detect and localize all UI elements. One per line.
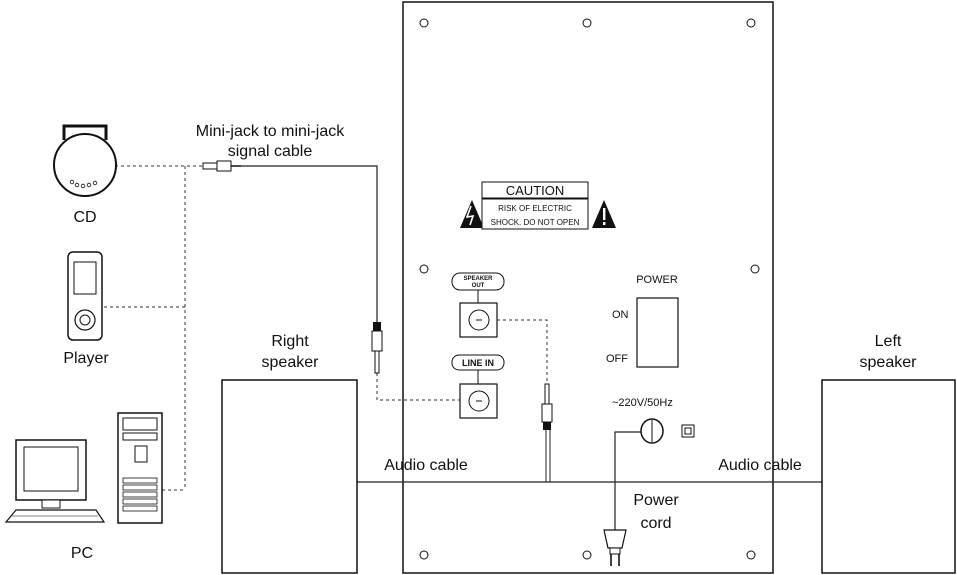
audio-cable-label-right: Audio cable <box>384 457 468 474</box>
input-dashed-lines <box>104 165 548 491</box>
line-in-label: LINE IN <box>462 358 494 368</box>
caution-title: CAUTION <box>506 183 565 198</box>
power-inlet: ~220V/50Hz <box>612 397 695 444</box>
right-speaker: Right speaker <box>221 333 358 574</box>
right-speaker-label-2: speaker <box>262 354 320 371</box>
mini-jack-plug-icon <box>373 322 381 331</box>
speaker-output-plug <box>541 383 553 482</box>
pc-monitor-icon <box>4 439 106 523</box>
warning-triangle-left-icon <box>460 200 484 228</box>
power-off-label: OFF <box>606 353 628 365</box>
speaker-out-label-2: OUT <box>472 283 485 289</box>
line-in-jack: LINE IN <box>451 354 505 419</box>
power-switch: POWER ON OFF <box>606 274 679 368</box>
signal-cable: Mini-jack to mini-jack signal cable <box>196 123 383 374</box>
player-label: Player <box>63 350 109 367</box>
signal-cable-label-1: Mini-jack to mini-jack <box>196 123 345 140</box>
left-speaker-label-1: Left <box>875 333 902 350</box>
power-cord-label-1: Power <box>633 492 679 509</box>
pc-tower-icon <box>117 412 163 524</box>
cd-player: CD <box>53 124 117 226</box>
voltage-label: ~220V/50Hz <box>612 397 673 409</box>
caution-line-2: SHOCK. DO NOT OPEN <box>491 218 580 227</box>
cd-player-icon <box>53 124 117 197</box>
power-plug-icon <box>603 529 627 549</box>
caution-label: CAUTION RISK OF ELECTRIC SHOCK. DO NOT O… <box>460 181 616 230</box>
subwoofer-panel: CAUTION RISK OF ELECTRIC SHOCK. DO NOT O… <box>402 1 774 574</box>
pc: PC <box>4 412 163 562</box>
audio-cable-label-left: Audio cable <box>718 457 802 474</box>
power-label: POWER <box>636 274 678 286</box>
caution-line-1: RISK OF ELECTRIC <box>498 204 572 213</box>
speaker-out-label-1: SPEAKER <box>463 276 493 282</box>
power-cord: Power cord <box>603 431 679 566</box>
right-speaker-label-1: Right <box>271 333 309 350</box>
panel-screw-holes <box>419 18 760 560</box>
media-player-icon <box>67 251 103 341</box>
media-player: Player <box>63 251 109 367</box>
audio-cables: Audio cable Audio cable <box>285 457 893 487</box>
signal-cable-label-2: signal cable <box>228 143 313 160</box>
power-on-label: ON <box>612 309 629 321</box>
left-speaker: Left speaker <box>821 333 956 574</box>
power-cord-label-2: cord <box>640 515 671 532</box>
cd-label: CD <box>73 209 96 226</box>
speaker-out-jack: SPEAKER OUT <box>451 272 505 338</box>
left-speaker-label-2: speaker <box>860 354 918 371</box>
pc-label: PC <box>71 545 93 562</box>
